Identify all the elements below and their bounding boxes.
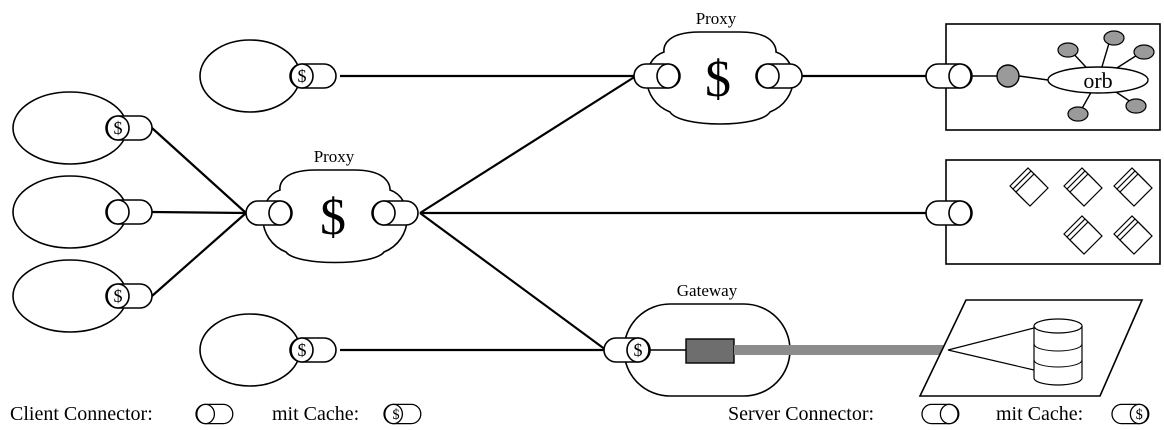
line-client-left1-to-proxy-mid	[151, 127, 247, 214]
legend-server-cache-label: mit Cache:	[996, 403, 1083, 425]
orb-label: orb	[1083, 68, 1112, 93]
line-proxy-mid-to-gateway	[419, 212, 607, 351]
gateway-bar	[734, 345, 948, 355]
legend-client-connector-symbol	[195, 403, 234, 425]
gateway-label: Gateway	[677, 281, 738, 300]
proxy-top: Proxy $	[633, 9, 803, 125]
cache-symbol: $	[114, 118, 123, 138]
proxy-mid: Proxy $	[245, 147, 419, 264]
legend-client-cache-symbol: $	[383, 403, 422, 425]
line-client-left3-to-proxy-mid	[151, 212, 247, 297]
database-server	[918, 299, 1144, 397]
legend-client-connector-label: Client Connector:	[10, 403, 153, 425]
legend-client-cache-label: mit Cache:	[272, 403, 359, 425]
file-server	[925, 159, 1161, 265]
proxy-mid-label: Proxy	[314, 147, 355, 166]
svg-text:$: $	[392, 407, 399, 423]
database-icon	[1033, 318, 1083, 386]
orb-bus	[1047, 66, 1149, 94]
client-bottom: $	[199, 313, 337, 387]
client-left-2	[12, 175, 153, 249]
client-left-1: $	[12, 91, 153, 165]
line-proxy-mid-to-proxy-top	[419, 75, 637, 214]
legend: Client Connector: mit Cache: $ Server Co…	[10, 403, 1150, 425]
cache-symbol: $	[634, 340, 643, 360]
cache-symbol: $	[298, 66, 307, 86]
connection-lines	[151, 74, 926, 352]
cache-symbol: $	[114, 286, 123, 306]
proxy-cache-symbol: $	[705, 51, 731, 108]
gateway: Gateway $	[603, 281, 948, 397]
svg-text:$: $	[1136, 407, 1143, 423]
proxy-cache-symbol: $	[320, 189, 346, 246]
gateway-block	[685, 338, 735, 364]
cache-symbol: $	[298, 340, 307, 360]
client-top: $	[199, 39, 337, 113]
legend-server-connector-symbol	[921, 403, 960, 425]
orb-server: orb	[925, 23, 1161, 131]
proxy-top-label: Proxy	[696, 9, 737, 28]
legend-server-connector-label: Server Connector:	[728, 403, 874, 425]
legend-server-cache-symbol: $	[1111, 403, 1150, 425]
client-left-3: $	[12, 259, 153, 333]
line-client-left2-to-proxy-mid	[151, 210, 247, 215]
